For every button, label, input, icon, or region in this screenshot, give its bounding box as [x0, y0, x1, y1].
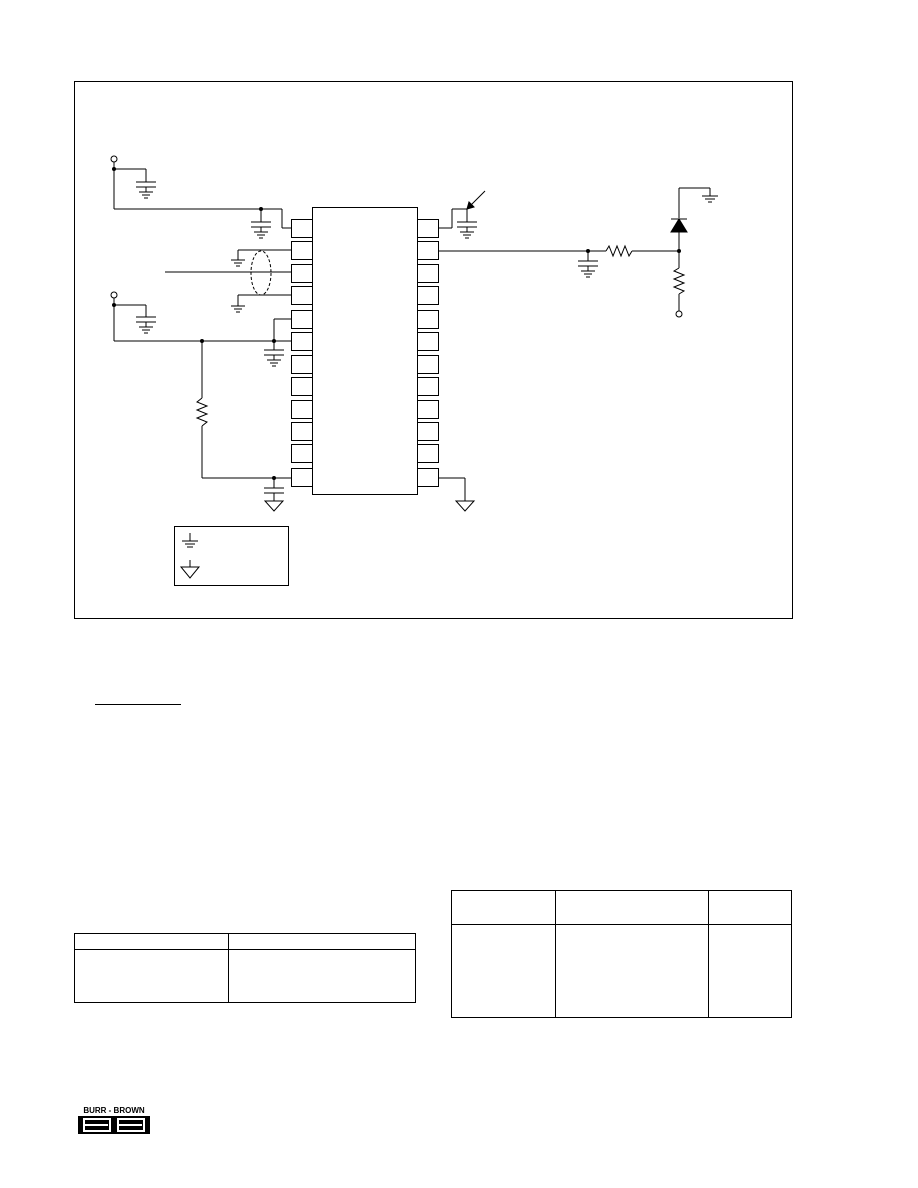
resistor-ref	[195, 341, 291, 512]
table-header-row	[74, 933, 416, 950]
table-header-cell	[554, 890, 709, 925]
table-cell	[75, 950, 229, 1003]
analog-ground-icon	[182, 533, 198, 548]
top-right-capacitor	[438, 190, 486, 239]
ground-legend	[174, 526, 289, 586]
table-header-cell	[227, 933, 416, 950]
section-heading-underline	[95, 704, 181, 705]
schematic-figure	[74, 81, 793, 619]
logo-wordmark: BURR - BROWN	[83, 1106, 145, 1115]
table-header-row	[451, 890, 792, 925]
table-row	[75, 949, 416, 1003]
figure-frame	[74, 81, 793, 619]
supply-terminal-2	[110, 291, 291, 367]
table-cell	[554, 924, 709, 1018]
supply-terminal-1	[110, 155, 291, 239]
table-header-cell	[74, 933, 229, 950]
table-header-cell	[451, 890, 556, 925]
digital-ground-icon	[179, 560, 201, 579]
burr-brown-logo: BURR - BROWN	[78, 1106, 150, 1134]
table-cell	[227, 949, 416, 1003]
right-table	[451, 890, 792, 1018]
digital-ground-connection	[438, 477, 476, 512]
left-table	[74, 933, 416, 1003]
table-header-cell	[708, 890, 792, 925]
ic-left-pins	[291, 219, 313, 487]
table-cell	[708, 924, 792, 1018]
bb-mark-icon	[78, 1116, 150, 1134]
ic-right-pins	[417, 219, 439, 487]
shielded-input-pair	[165, 249, 291, 313]
output-network	[438, 187, 718, 318]
table-row	[452, 924, 792, 1018]
table-cell	[452, 925, 556, 1018]
ic-package	[291, 207, 439, 495]
